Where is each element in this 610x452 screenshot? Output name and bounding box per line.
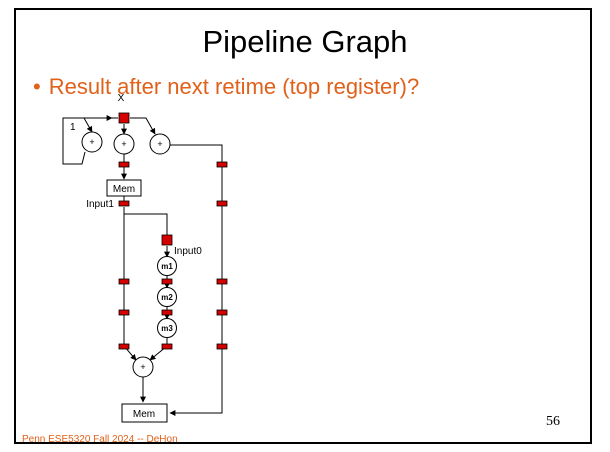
page-number: 56 <box>546 414 560 429</box>
slide-title: Pipeline Graph <box>202 24 408 59</box>
mem-top-label: Mem <box>113 184 135 195</box>
right-adder <box>149 133 171 155</box>
bullet-text: Result after next retime (top register)? <box>48 74 420 99</box>
x-input-label: X <box>118 93 125 104</box>
m1-label: m1 <box>161 262 173 271</box>
input0-label: Input0 <box>174 246 202 257</box>
register <box>118 309 130 316</box>
final-adder <box>132 356 154 378</box>
bullet-dot-icon: • <box>33 74 41 99</box>
adders <box>81 131 171 378</box>
multipliers <box>157 256 177 338</box>
multiplier-m3 <box>157 318 177 338</box>
edge-x-to-feedback-adder <box>83 117 118 133</box>
mid-adder <box>113 133 135 155</box>
m3-label: m3 <box>161 324 173 333</box>
feedback-constant-label: 1 <box>70 122 76 133</box>
edge-x-to-right-adder <box>130 117 156 135</box>
edge-right-adder-long-path <box>169 144 223 416</box>
multiplier-m2 <box>157 287 177 307</box>
register <box>216 200 228 207</box>
mem-block-bottom <box>121 403 168 423</box>
slide-frame <box>14 8 592 444</box>
edge-input1-right-branch <box>124 213 168 235</box>
register <box>216 161 228 168</box>
register <box>161 309 173 316</box>
feedback-adder <box>81 131 103 153</box>
feedback-adder-label: + <box>89 137 94 147</box>
register <box>216 343 228 350</box>
register <box>216 309 228 316</box>
m2-label: m2 <box>161 293 173 302</box>
final-adder-label: + <box>140 362 145 372</box>
right-adder-label: + <box>157 139 162 149</box>
register <box>118 343 130 350</box>
register <box>118 278 130 285</box>
register-x <box>118 112 130 124</box>
mem-bottom-label: Mem <box>133 409 155 420</box>
mem-blocks <box>106 179 168 423</box>
slide-footer: Penn ESE5320 Fall 2024 -- DeHon <box>22 434 178 445</box>
edge-feedback-loop <box>62 115 113 165</box>
bullet-item: • Result after next retime (top register)… <box>33 74 419 100</box>
registers <box>118 112 228 350</box>
register-input0 <box>161 234 173 246</box>
register <box>161 278 173 285</box>
mid-adder-label: + <box>121 139 126 149</box>
multiplier-m1 <box>157 256 177 276</box>
register <box>161 343 173 350</box>
register <box>118 161 130 168</box>
input1-label: Input1 <box>86 199 114 210</box>
mem-block-top <box>106 179 142 197</box>
register <box>118 200 130 207</box>
register <box>216 278 228 285</box>
